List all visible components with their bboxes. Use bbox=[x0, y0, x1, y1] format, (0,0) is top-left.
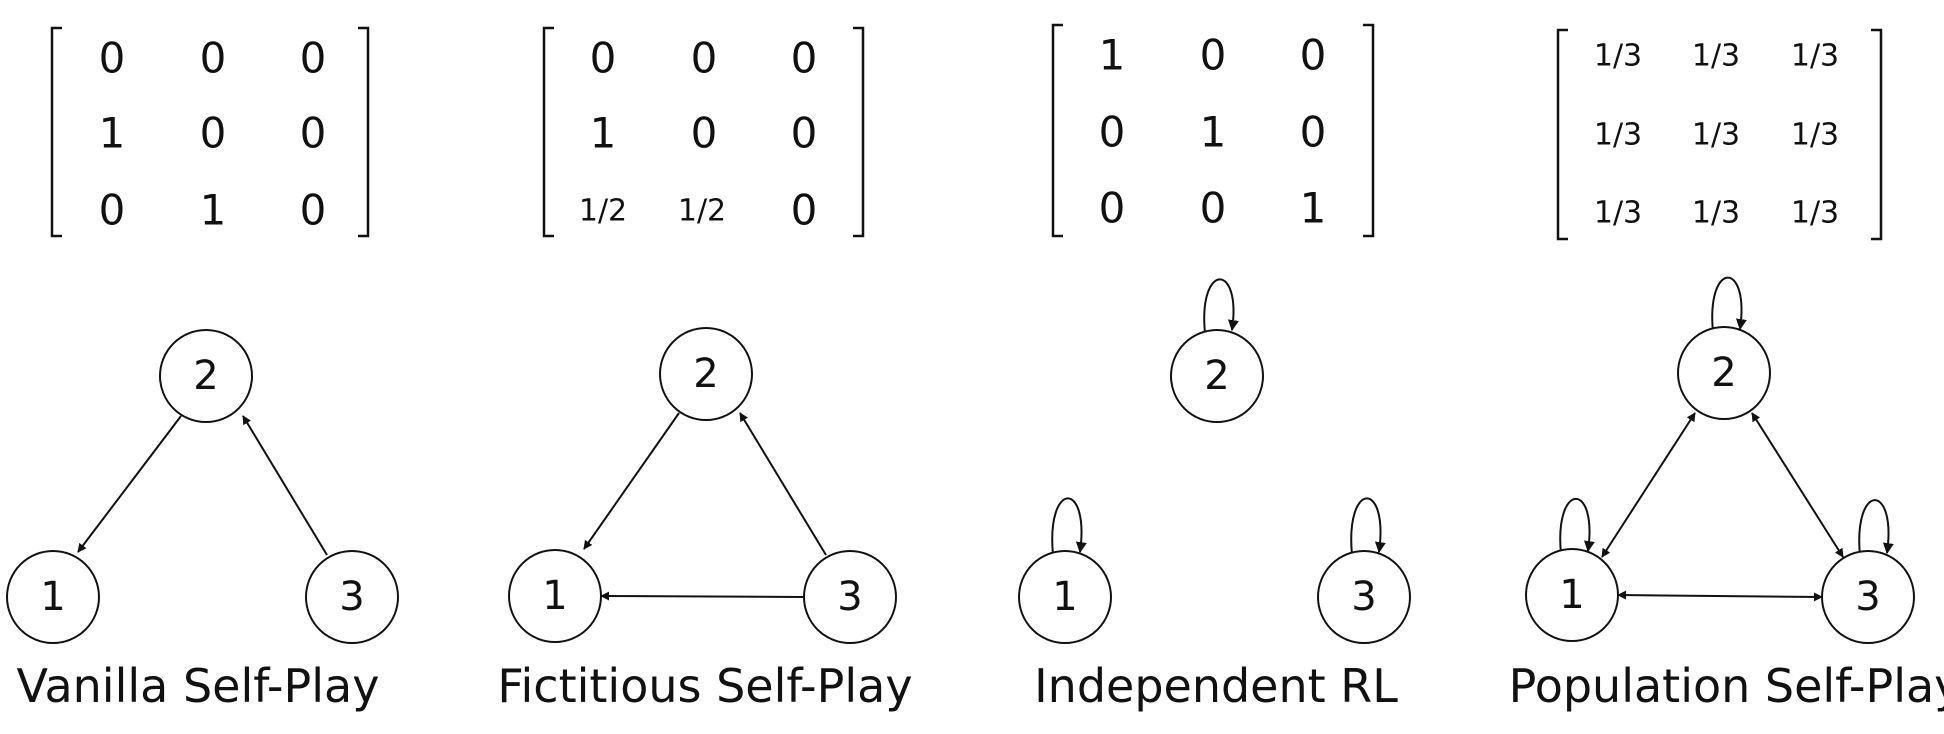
matrix-cell: 1/3 bbox=[1791, 196, 1839, 231]
node-1: 1 bbox=[1525, 548, 1619, 642]
matrix-cell: 0 bbox=[200, 109, 227, 158]
adjacency-matrix: 1 0 0 0 1 0 0 0 1 bbox=[1051, 23, 1375, 238]
matrix-cell: 0 bbox=[1300, 31, 1327, 80]
matrix-cell: 1 bbox=[99, 109, 126, 158]
matrix-right-bracket bbox=[358, 26, 370, 238]
matrix-cell: 1/3 bbox=[1692, 118, 1740, 153]
matrix-cell: 0 bbox=[300, 109, 327, 158]
self-loop-2 bbox=[1203, 278, 1239, 334]
matrix-cell: 1/2 bbox=[678, 194, 726, 229]
matrix-left-bracket bbox=[542, 26, 554, 238]
matrix-cell: 0 bbox=[1200, 184, 1227, 233]
adjacency-matrix: 0 0 0 1 0 0 1/2 1/2 0 bbox=[542, 26, 865, 238]
matrix-cell: 0 bbox=[1300, 108, 1327, 157]
matrix-cell: 1 bbox=[590, 109, 617, 158]
graph: 1 2 3 bbox=[508, 327, 897, 644]
panel-caption: Vanilla Self-Play bbox=[17, 659, 380, 713]
matrix-cell: 0 bbox=[300, 34, 327, 83]
matrix-cell: 0 bbox=[590, 34, 617, 83]
graph: 1 2 3 bbox=[6, 329, 399, 644]
node-label: 1 bbox=[1559, 572, 1584, 618]
matrix-cell: 1/3 bbox=[1594, 118, 1642, 153]
edge-3-to-2 bbox=[242, 415, 328, 556]
panel-fictitious-self-play: 0 0 0 1 0 0 1/2 1/2 0 1 2 3 bbox=[497, 26, 913, 713]
node-1: 1 bbox=[508, 549, 602, 643]
matrix-cell: 1/3 bbox=[1791, 118, 1839, 153]
node-3: 3 bbox=[803, 550, 897, 644]
edge-2-3-bidirectional bbox=[1751, 412, 1844, 558]
node-label: 2 bbox=[1204, 353, 1229, 399]
matrix-cell: 1/3 bbox=[1692, 196, 1740, 231]
self-loop-1 bbox=[1559, 497, 1595, 555]
matrix-cell: 0 bbox=[1200, 31, 1227, 80]
matrix-cell: 0 bbox=[791, 109, 818, 158]
self-loop-2 bbox=[1711, 276, 1747, 333]
panel-population-self-play: 1/3 1/3 1/3 1/3 1/3 1/3 1/3 1/3 1/3 1 2 bbox=[1509, 28, 1944, 713]
node-3: 3 bbox=[305, 550, 399, 644]
self-loop-3 bbox=[1858, 499, 1894, 557]
matrix-cell: 1/3 bbox=[1692, 39, 1740, 74]
matrix-cell: 1/3 bbox=[1594, 39, 1642, 74]
panel-caption: Population Self-Play bbox=[1509, 659, 1944, 713]
matrix-cell: 0 bbox=[691, 34, 718, 83]
adjacency-matrix: 1/3 1/3 1/3 1/3 1/3 1/3 1/3 1/3 1/3 bbox=[1556, 28, 1883, 241]
panel-caption: Independent RL bbox=[1034, 659, 1398, 713]
node-2: 2 bbox=[1170, 329, 1264, 423]
matrix-cell: 1 bbox=[1200, 108, 1227, 157]
node-2: 2 bbox=[659, 327, 753, 421]
node-label: 2 bbox=[193, 353, 218, 399]
node-label: 1 bbox=[40, 574, 65, 620]
matrix-left-bracket bbox=[1556, 28, 1568, 241]
node-label: 3 bbox=[1351, 574, 1376, 620]
matrix-right-bracket bbox=[1363, 23, 1375, 238]
node-2: 2 bbox=[159, 329, 253, 423]
edge-3-to-1 bbox=[600, 591, 805, 601]
matrix-cell: 1 bbox=[200, 186, 227, 235]
edge-1-3-bidirectional bbox=[1617, 590, 1823, 602]
matrix-right-bracket bbox=[853, 26, 865, 238]
matrix-left-bracket bbox=[1051, 23, 1063, 238]
node-1: 1 bbox=[6, 550, 100, 644]
node-label: 2 bbox=[1711, 350, 1736, 396]
node-label: 3 bbox=[1855, 574, 1880, 620]
self-loop-3 bbox=[1350, 497, 1386, 556]
edge-2-to-1 bbox=[77, 415, 182, 553]
panel-vanilla-self-play: 0 0 0 1 0 0 0 1 0 1 2 3 Va bbox=[6, 26, 399, 713]
matrix-left-bracket bbox=[50, 26, 62, 238]
node-label: 3 bbox=[837, 574, 862, 620]
adjacency-matrix: 0 0 0 1 0 0 0 1 0 bbox=[50, 26, 370, 238]
matrix-cell: 0 bbox=[99, 186, 126, 235]
node-1: 1 bbox=[1018, 550, 1112, 644]
matrix-cell: 0 bbox=[200, 34, 227, 83]
matrix-cell: 1/3 bbox=[1791, 39, 1839, 74]
graph: 1 2 3 bbox=[1018, 278, 1411, 644]
matrix-cell: 0 bbox=[791, 34, 818, 83]
panel-caption: Fictitious Self-Play bbox=[497, 659, 912, 713]
node-3: 3 bbox=[1821, 550, 1915, 644]
node-3: 3 bbox=[1317, 550, 1411, 644]
panel-independent-rl: 1 0 0 0 1 0 0 0 1 1 2 3 bbox=[1018, 23, 1411, 713]
matrix-cell: 1 bbox=[1300, 184, 1327, 233]
matrix-cell: 0 bbox=[300, 186, 327, 235]
matrix-cell: 0 bbox=[1099, 108, 1126, 157]
matrix-cell: 1/2 bbox=[579, 194, 627, 229]
self-loop-1 bbox=[1051, 497, 1087, 556]
matrix-cell: 0 bbox=[691, 109, 718, 158]
matrix-cell: 0 bbox=[1099, 184, 1126, 233]
matrix-cell: 1 bbox=[1099, 31, 1126, 80]
edge-3-to-2 bbox=[739, 412, 827, 556]
matrix-right-bracket bbox=[1871, 28, 1883, 241]
edge-1-2-bidirectional bbox=[1601, 412, 1696, 558]
edge-2-to-1 bbox=[583, 412, 680, 550]
graph: 1 2 3 bbox=[1525, 276, 1915, 644]
node-label: 1 bbox=[1052, 574, 1077, 620]
node-label: 2 bbox=[693, 351, 718, 397]
matrix-cell: 0 bbox=[99, 34, 126, 83]
matrix-cell: 1/3 bbox=[1594, 196, 1642, 231]
node-label: 1 bbox=[542, 573, 567, 619]
matrix-cell: 0 bbox=[791, 186, 818, 235]
node-label: 3 bbox=[339, 574, 364, 620]
node-2: 2 bbox=[1677, 326, 1771, 420]
